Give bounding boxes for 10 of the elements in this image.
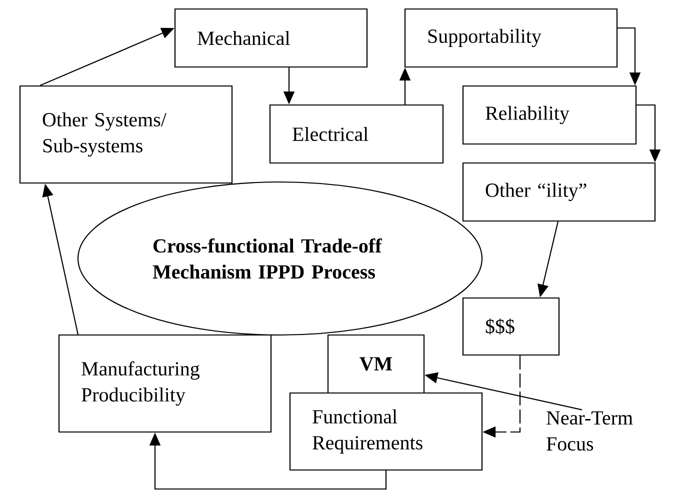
process-box: VM <box>327 334 425 394</box>
process-box: Mechanical <box>174 8 368 68</box>
process-box: Supportability <box>404 8 618 68</box>
process-box: Electrical <box>269 104 444 164</box>
process-box: Other Systems/ Sub-systems <box>19 85 233 184</box>
process-box: Reliability <box>462 85 637 145</box>
process-box: $$$ <box>462 297 560 356</box>
note-text: Near-Term Focus <box>546 411 633 451</box>
process-box: Other “ility” <box>462 162 656 222</box>
process-box: Manufacturing Producibility <box>58 334 272 433</box>
